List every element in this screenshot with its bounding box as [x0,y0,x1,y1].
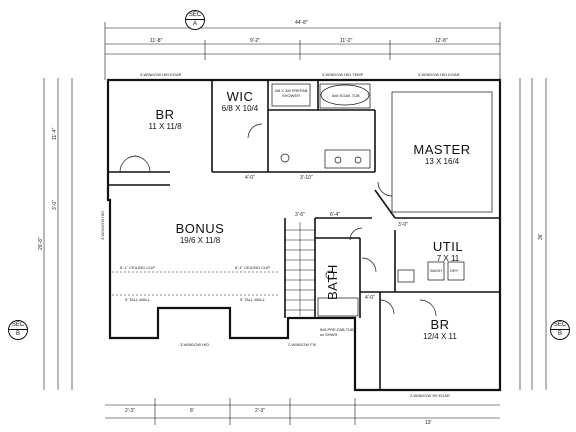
note-tall-wall-2: 5' TALL WALL [240,297,265,302]
note-window-left: 3-WINDOW HID [100,210,105,240]
room-bonus: BONUS 19/6 X 11/8 [175,221,225,246]
dim-top-2: 9'-2" [250,38,260,44]
dim-inner-3: 4'-0" [245,175,255,181]
dryer [447,261,465,281]
dim-bottom-2: 8' [190,408,194,414]
dim-inner-2: 6'-4" [330,212,340,218]
note-ceiling-2: 8'-1" CEILING CLIP [235,265,271,270]
note-tub: 6x8 SOAK TUB [332,93,360,98]
section-marker-left: SEC B [8,320,28,340]
dim-top-3: 11'-2" [340,38,353,44]
note-window-top1: 3-WINDOW HID EGAR [140,72,182,77]
section-marker-top: SEC A [185,10,205,30]
note-window-bath: 2-WINDOW FIX [288,342,317,347]
washer [427,261,445,281]
room-wic: WIC 6/8 X 10/4 [221,89,259,114]
note-shower: 3/8 X 3/8 PREFAB SHOWER [274,88,308,98]
note-window-top3: 3-WINDOW HID EGAR [418,72,460,77]
note-bath-tub: 5x8 PRE-FAB TUB w/ SHWR [320,327,354,337]
dim-top-4: 12'-8" [435,38,448,44]
dim-overall-top: 44'-8" [295,20,308,26]
toilet-fixture [280,153,290,163]
note-window-top2: 3-WINDOW HID TEMP [322,72,364,77]
dim-bottom-4: 13' [425,420,432,426]
dim-inner-4: 3'-10" [300,175,313,181]
room-master: MASTER 13 X 16/4 [413,142,471,167]
dim-top-1: 11'-8" [150,38,163,44]
shower-fixture [271,83,311,107]
note-dry: DRY [450,268,459,273]
room-br-bottom: BR 12/4 X 11 [423,317,457,342]
dim-left-1: 11'-4" [52,127,58,140]
dim-bottom-3: 2'-3" [255,408,265,414]
dim-inner-6: 4'-0" [365,295,375,301]
dim-inner-5: 3'-0" [398,222,408,228]
dim-right-overall: 36' [538,233,544,240]
note-window-bonus-bottom: 3-WINDOW HID [180,342,210,347]
tub-fixture [320,84,370,106]
dim-bottom-1: 2'-3" [125,408,135,414]
dim-inner-1: 3'-6" [295,212,305,218]
room-br-top: BR 11 X 11/8 [148,107,182,132]
note-wash: WASH [430,268,442,273]
note-window-br-bottom: 2-WINDOW 3H EGAR [410,393,450,398]
room-util: UTIL 7 X 11 [432,239,464,264]
bath-tub [317,297,359,317]
section-marker-right: SEC B [550,320,570,340]
dim-left-2: 3'-0" [52,200,58,210]
exterior-wall [106,78,502,392]
note-ceiling-1: 8'-1" CEILING CLIP [120,265,156,270]
room-bath: BATH [325,264,340,300]
dim-left-overall: 26'-8" [38,237,44,250]
note-tall-wall-1: 5' TALL WALL [125,297,150,302]
